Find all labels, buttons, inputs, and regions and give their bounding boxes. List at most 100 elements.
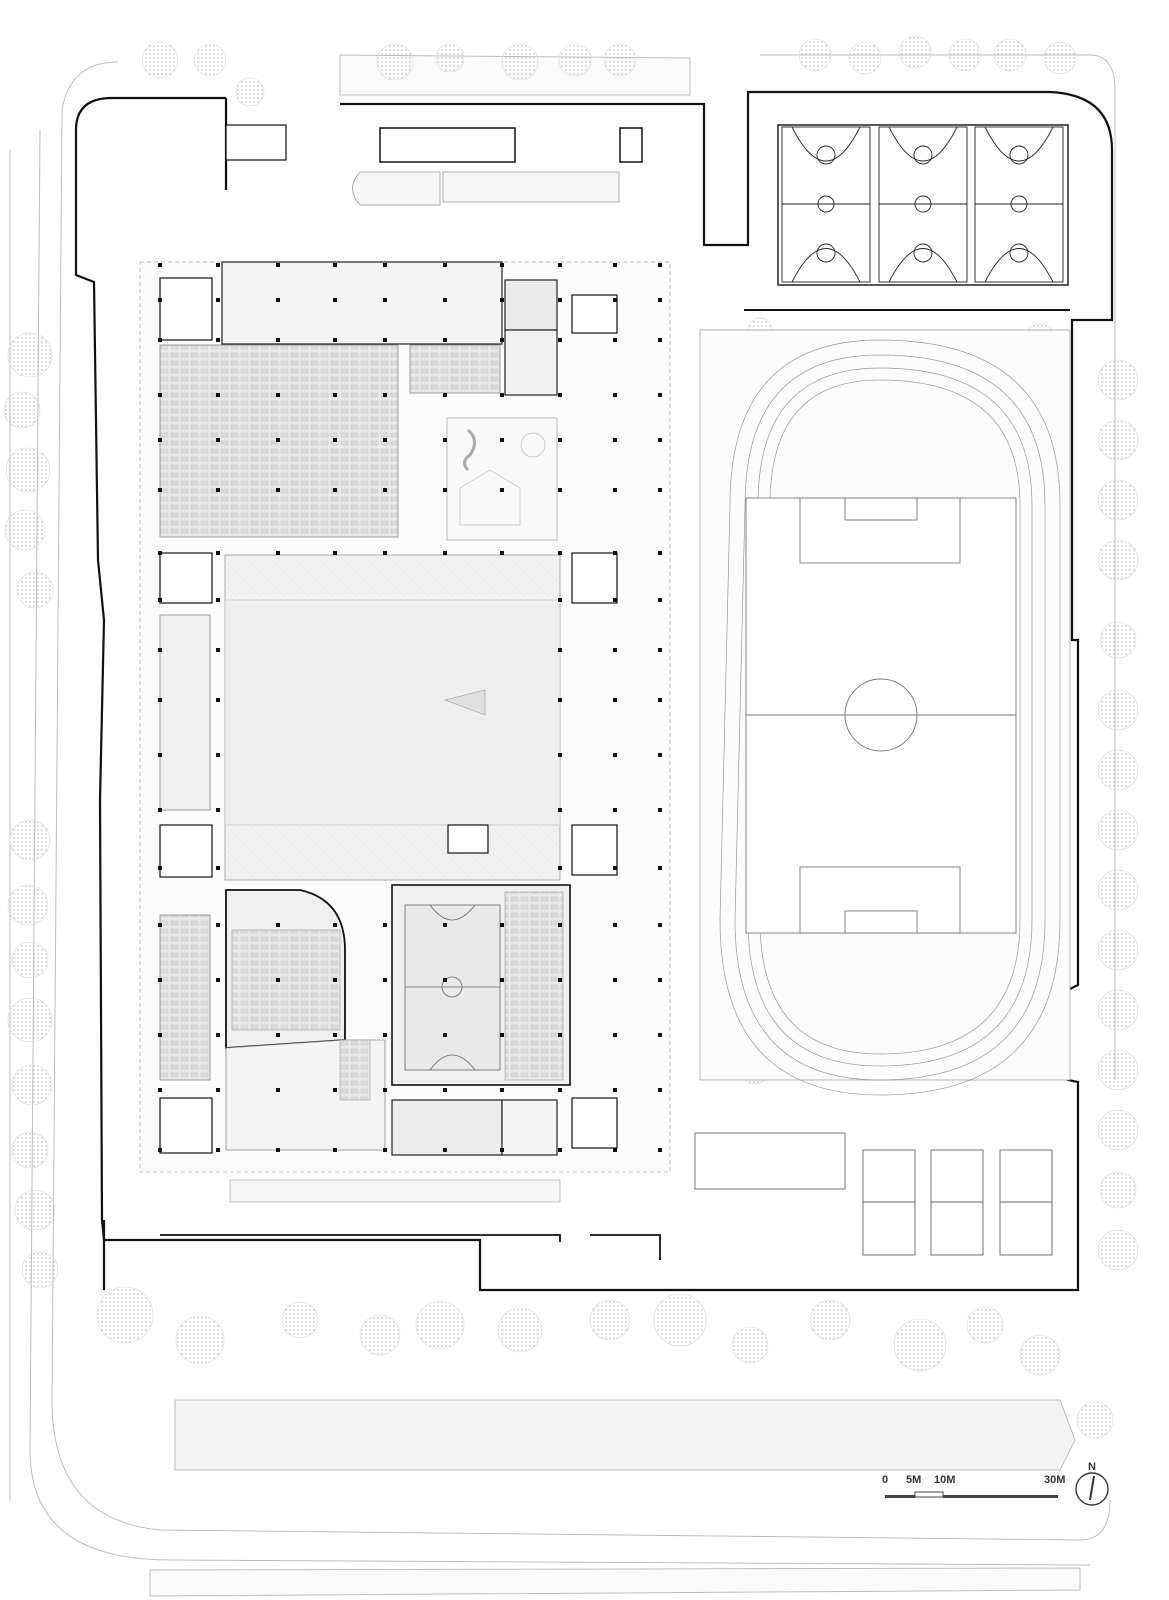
- court-center-circle: [1010, 195, 1028, 213]
- tree-canopy: [21, 1251, 59, 1289]
- column: [216, 263, 220, 267]
- column: [613, 393, 617, 397]
- column: [658, 648, 662, 652]
- tree-canopy: [1097, 479, 1139, 521]
- column: [216, 1088, 220, 1092]
- column: [613, 808, 617, 812]
- column: [216, 438, 220, 442]
- column: [658, 393, 662, 397]
- column: [443, 338, 447, 342]
- scale-label-30m: 30M: [1044, 1474, 1065, 1486]
- column: [443, 551, 447, 555]
- column: [216, 698, 220, 702]
- column: [333, 393, 337, 397]
- column: [613, 923, 617, 927]
- south-planting-strip: [174, 1399, 1076, 1471]
- column: [558, 298, 562, 302]
- column: [333, 338, 337, 342]
- scale-bar: 0 5M 10M 30M: [882, 1474, 1065, 1498]
- column: [158, 393, 162, 397]
- column: [658, 1088, 662, 1092]
- tree-canopy: [7, 332, 53, 378]
- column: [558, 551, 562, 555]
- column: [613, 866, 617, 870]
- column: [558, 808, 562, 812]
- column: [658, 978, 662, 982]
- column: [383, 1148, 387, 1152]
- south-edge: [160, 1234, 661, 1260]
- tree-canopy: [1019, 1334, 1061, 1376]
- column: [558, 488, 562, 492]
- column: [216, 978, 220, 982]
- tree-canopy: [501, 43, 539, 81]
- column: [276, 338, 280, 342]
- column: [558, 393, 562, 397]
- column: [333, 1148, 337, 1152]
- column: [276, 393, 280, 397]
- column: [658, 1148, 662, 1152]
- main-building: [139, 124, 671, 1203]
- tree-canopy: [1097, 539, 1139, 581]
- column: [383, 978, 387, 982]
- landscape-trees: [3, 35, 1139, 1439]
- column: [443, 438, 447, 442]
- column: [558, 598, 562, 602]
- column: [216, 1148, 220, 1152]
- column: [333, 1088, 337, 1092]
- column: [443, 1033, 447, 1037]
- tree-canopy: [7, 997, 53, 1043]
- tree-canopy: [1097, 809, 1139, 851]
- column: [443, 393, 447, 397]
- column: [158, 298, 162, 302]
- court-free-throw-top: [1009, 145, 1029, 165]
- tree-canopy: [1097, 359, 1139, 401]
- column: [276, 1088, 280, 1092]
- tree-canopy: [898, 35, 932, 69]
- column: [558, 438, 562, 442]
- tree-canopy: [798, 38, 832, 72]
- tree-canopy: [96, 1286, 154, 1344]
- column: [558, 338, 562, 342]
- column: [383, 1033, 387, 1037]
- tree-canopy: [16, 571, 54, 609]
- scale-label-10m: 10M: [934, 1474, 955, 1486]
- small-courts: [694, 1132, 1053, 1256]
- column: [613, 1148, 617, 1152]
- column: [500, 551, 504, 555]
- column: [558, 263, 562, 267]
- tree-canopy: [7, 884, 49, 926]
- column: [158, 598, 162, 602]
- tree-canopy: [359, 1314, 401, 1356]
- column: [333, 1033, 337, 1037]
- column: [500, 923, 504, 927]
- column: [333, 551, 337, 555]
- column: [613, 1033, 617, 1037]
- column: [613, 263, 617, 267]
- column: [500, 263, 504, 267]
- column: [500, 338, 504, 342]
- tree-canopy: [281, 1301, 319, 1339]
- north-arrow: N: [1075, 1461, 1109, 1506]
- column: [500, 438, 504, 442]
- tree-canopy: [966, 1306, 1004, 1344]
- column: [158, 488, 162, 492]
- tree-canopy: [11, 1064, 53, 1106]
- column: [158, 338, 162, 342]
- column: [500, 1148, 504, 1152]
- court-free-throw-bottom: [913, 243, 933, 263]
- tree-canopy: [1097, 1229, 1139, 1271]
- column: [558, 698, 562, 702]
- column: [158, 1148, 162, 1152]
- basketball-courts: [777, 124, 1069, 286]
- column: [158, 1088, 162, 1092]
- column: [276, 438, 280, 442]
- column: [658, 598, 662, 602]
- column: [443, 488, 447, 492]
- column: [658, 488, 662, 492]
- column: [658, 438, 662, 442]
- column: [383, 1088, 387, 1092]
- tree-canopy: [848, 41, 882, 75]
- court-center-circle: [914, 195, 932, 213]
- column: [216, 488, 220, 492]
